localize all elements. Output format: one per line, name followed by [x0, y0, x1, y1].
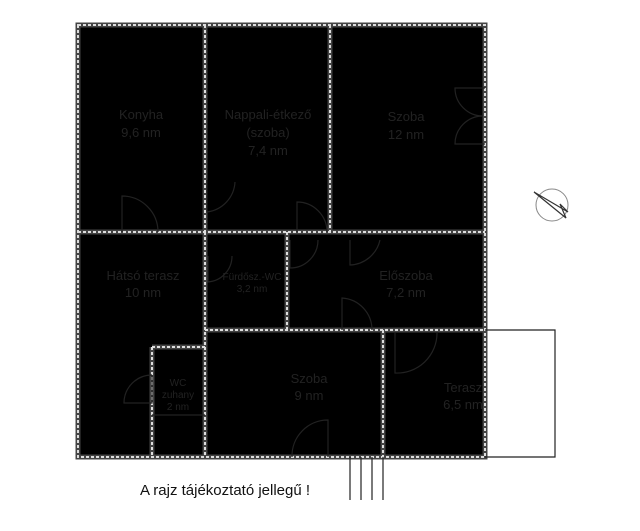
room-wc: WC zuhany 2 nm [162, 378, 194, 413]
north-arrow-icon [533, 191, 569, 219]
room-name: Hátsó terasz [107, 268, 180, 283]
walls [78, 25, 485, 457]
room-area: 12 nm [388, 127, 424, 142]
room-subtitle: zuhany [162, 390, 194, 401]
room-name: Nappali-étkező [225, 107, 312, 122]
room-szoba-12: Szoba 12 nm [388, 109, 426, 142]
room-terasz: Terasz 6,5 nm [443, 380, 483, 412]
room-area: 9 nm [295, 388, 324, 403]
room-area: 9,6 nm [121, 125, 161, 140]
room-area: 2 nm [167, 402, 189, 413]
room-area: 6,5 nm [443, 397, 483, 412]
room-furdo: Fürdősz.-WC 3,2 nm [223, 272, 282, 295]
room-szoba-9: Szoba 9 nm [291, 371, 329, 403]
room-name: Terasz [444, 380, 482, 395]
room-name: WC [170, 378, 187, 389]
room-area: 7,4 nm [248, 143, 288, 158]
room-name: Fürdősz.-WC [223, 272, 282, 283]
room-name: Szoba [388, 109, 426, 124]
doors [121, 87, 485, 458]
stairs [349, 457, 384, 500]
room-name: Szoba [291, 371, 329, 386]
room-area: 3,2 nm [237, 284, 268, 295]
compass [533, 188, 569, 222]
room-nappali: Nappali-étkező (szoba) 7,4 nm [225, 107, 312, 158]
room-hatso-terasz: Hátsó terasz 10 nm [107, 268, 180, 300]
disclaimer-caption: A rajz tájékoztató jellegű ! [140, 482, 310, 499]
room-eloszoba: Előszoba 7,2 nm [379, 268, 433, 300]
room-name: Előszoba [379, 268, 433, 283]
room-area: 7,2 nm [386, 285, 426, 300]
room-konyha: Konyha 9,6 nm [119, 107, 164, 140]
room-name: Konyha [119, 107, 164, 122]
room-area: 10 nm [125, 285, 161, 300]
room-subtitle: (szoba) [246, 125, 289, 140]
outer-deck [485, 329, 556, 458]
